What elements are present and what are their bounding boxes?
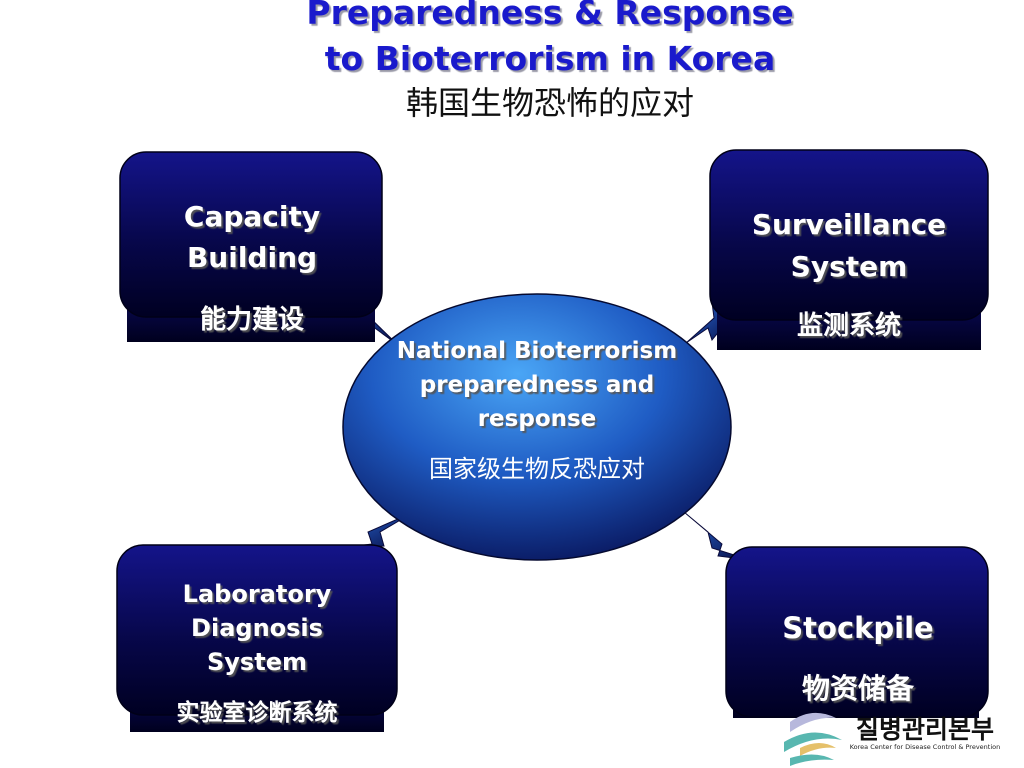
box-laboratory-chinese: 实验室诊断系统 [177,699,338,726]
kcdc-logo-korean: 질병관리본부 [856,715,994,744]
center-line2: preparedness and [420,372,655,398]
center-line3: response [478,406,597,432]
title-block: Preparedness & Response to Bioterrorism … [0,0,1024,124]
box-surveillance-line2: System [791,250,908,283]
box-stockpile: Stockpile 物资储备 [725,546,989,718]
center-ellipse-shape [342,293,732,561]
center-line1: National Bioterrorism [397,338,677,364]
box-surveillance-system: Surveillance System 监测系统 [709,149,989,350]
box-laboratory-line1: Laboratory [183,580,332,608]
box-capacity-line1: Capacity [184,200,320,233]
title-chinese: 韩国生物恐怖的应对 [405,84,694,122]
kcdc-logo-mark [784,712,842,766]
box-laboratory-line3: System [207,648,307,676]
box-surveillance-line1: Surveillance [752,208,946,241]
box-surveillance-body [709,149,989,321]
box-stockpile-body [725,546,989,718]
box-laboratory-body [116,544,398,716]
box-laboratory-line2: Diagnosis [191,614,323,642]
center-chinese: 国家级生物反恐应对 [429,455,645,483]
box-capacity-building: Capacity Building 能力建设 [119,151,383,342]
box-capacity-body [119,151,383,318]
center-ellipse: National Bioterrorism preparedness and r… [342,293,732,561]
box-surveillance-chinese: 监测系统 [797,310,901,341]
title-line-2: to Bioterrorism in Korea [324,39,776,78]
kcdc-logo: 질병관리본부 Korea Center for Disease Control … [784,712,1001,766]
box-stockpile-chinese: 物资储备 [802,672,915,705]
box-stockpile-line1: Stockpile [782,611,933,645]
kcdc-logo-english: Korea Center for Disease Control & Preve… [850,743,1001,751]
box-capacity-line2: Building [187,241,317,274]
box-capacity-chinese: 能力建设 [200,304,304,335]
title-line-1: Preparedness & Response [306,0,794,32]
box-laboratory-diagnosis: Laboratory Diagnosis System 实验室诊断系统 [116,544,398,732]
